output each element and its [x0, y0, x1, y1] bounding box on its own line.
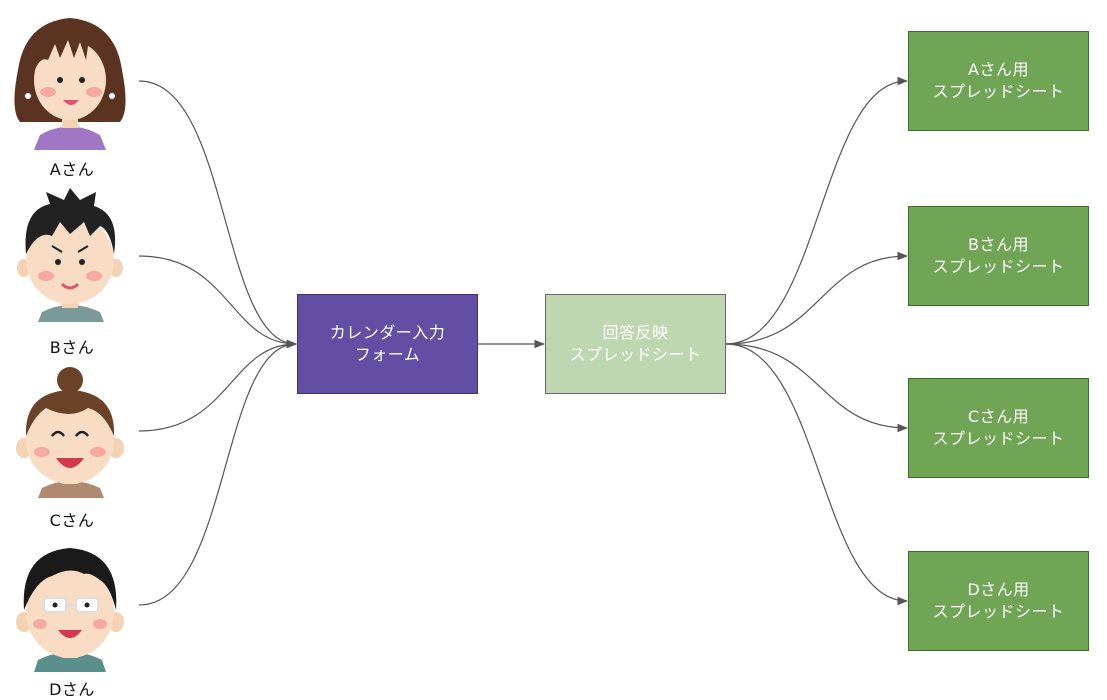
edge-main-to-c [725, 343, 909, 433]
sheet-a-line2: スプレッドシート [932, 82, 1065, 101]
sheet-d-line2: スプレッドシート [932, 602, 1065, 621]
person-a-icon [14, 18, 126, 150]
edge-d-to-form [138, 339, 298, 606]
person-label-a: Aさん [49, 160, 95, 179]
response-sheet-node[interactable]: 回答反映 スプレッドシート [545, 294, 726, 394]
edge-main-to-d [725, 343, 909, 606]
person-label-c: Cさん [49, 511, 95, 530]
calendar-form-node[interactable]: カレンダー入力 フォーム [297, 294, 478, 394]
sheet-node-d[interactable]: Dさん用 スプレッドシート [908, 551, 1089, 651]
person-label-d: Dさん [49, 680, 95, 699]
person-label-b: Bさん [49, 338, 95, 357]
person-b-icon [17, 188, 123, 322]
edge-c-to-form [138, 339, 298, 432]
person-d-icon [16, 548, 124, 672]
response-sheet-line1: 回答反映 [602, 323, 669, 342]
edge-main-to-a [725, 76, 909, 345]
sheet-c-line2: スプレッドシート [932, 429, 1065, 448]
person-c-icon [16, 367, 124, 498]
edge-a-to-form [138, 80, 298, 349]
sheet-a-line1: Aさん用 [968, 60, 1029, 79]
sheet-d-line1: Dさん用 [967, 580, 1030, 599]
edge-b-to-form [138, 255, 298, 349]
form-node-line2: フォーム [354, 345, 421, 364]
form-node-line1: カレンダー入力 [329, 323, 446, 342]
sheet-c-line1: Cさん用 [967, 407, 1030, 426]
edge-main-to-b [725, 251, 909, 345]
sheet-b-line2: スプレッドシート [932, 257, 1065, 276]
sheet-b-line1: Bさん用 [968, 235, 1029, 254]
sheet-node-c[interactable]: Cさん用 スプレッドシート [908, 378, 1089, 478]
sheet-node-b[interactable]: Bさん用 スプレッドシート [908, 206, 1089, 306]
sheet-node-a[interactable]: Aさん用 スプレッドシート [908, 31, 1089, 131]
response-sheet-line2: スプレッドシート [569, 345, 702, 364]
